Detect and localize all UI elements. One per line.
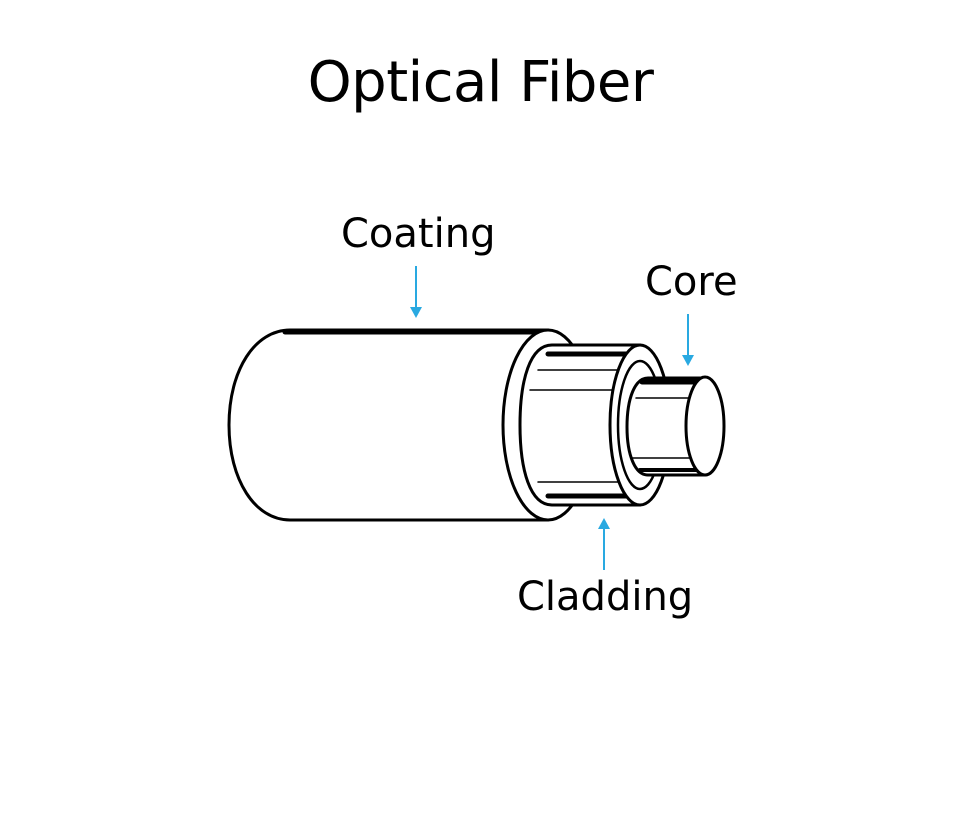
coating-label: Coating xyxy=(341,211,496,257)
cladding-label: Cladding xyxy=(517,574,694,620)
cladding-arrow xyxy=(598,518,610,570)
core-layer xyxy=(625,375,726,477)
core-label: Core xyxy=(645,259,738,305)
coating-arrow xyxy=(410,266,422,318)
core-arrow xyxy=(682,314,694,366)
diagram-title: Optical Fiber xyxy=(307,50,654,115)
